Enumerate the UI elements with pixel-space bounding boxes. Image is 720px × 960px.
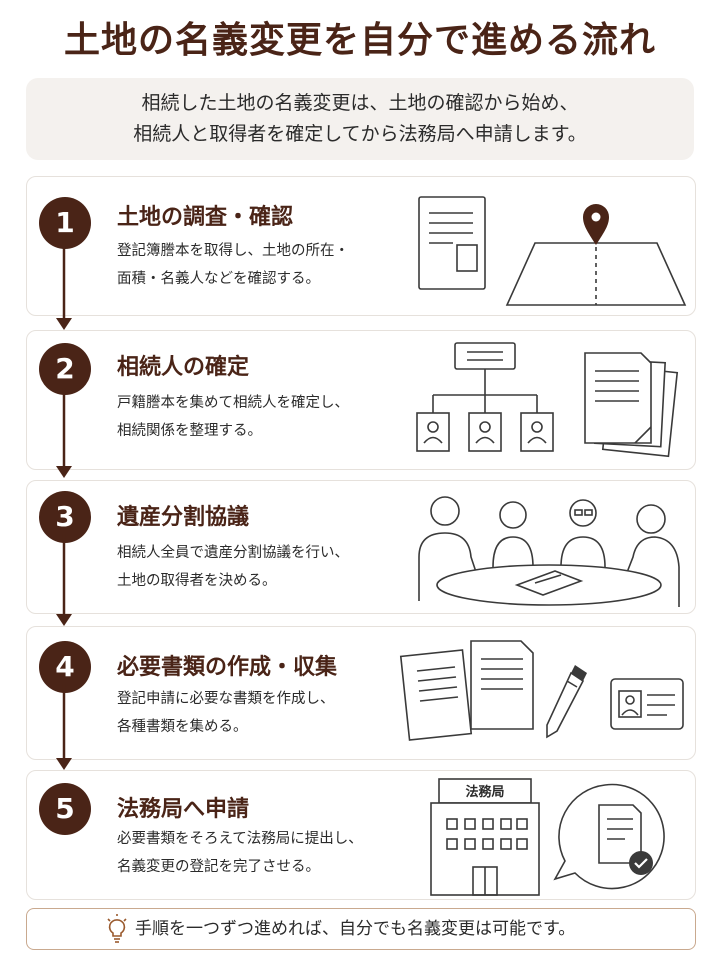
- step-desc-3-line-1: 相続人全員で遺産分割協議を行い、: [117, 545, 349, 561]
- step-card-1: 1 土地の調査・確認 登記簿謄本を取得し、土地の所在・ 面積・名義人などを確認す…: [26, 176, 696, 316]
- page-title: 土地の名義変更を自分で進める流れ: [63, 20, 656, 61]
- step-desc-5-line-2: 名義変更の登記を完了させる。: [117, 859, 320, 875]
- step-desc-4-line-1: 登記申請に必要な書類を作成し、: [117, 691, 335, 707]
- family-tree-illustration: [416, 342, 679, 458]
- flow-arrow-4: [56, 684, 72, 770]
- step-card-5: 5 法務局へ申請 必要書類をそろえて法務局に提出し、 名義変更の登記を完了させる…: [26, 770, 696, 900]
- legal-affairs-bureau-illustration: 法務局: [430, 778, 665, 896]
- step-title-3: 遺産分割協議: [117, 505, 250, 530]
- step-desc-5-line-1: 必要書類をそろえて法務局に提出し、: [117, 831, 363, 847]
- step-desc-1: 登記簿謄本を取得し、土地の所在・ 面積・名義人などを確認する。: [117, 237, 349, 293]
- step-desc-2-line-1: 戸籍謄本を集めて相続人を確定し、: [117, 395, 349, 411]
- step-card-4: 4 必要書類の作成・収集 登記申請に必要な書類を作成し、 各種書類を集める。: [26, 626, 696, 760]
- lightbulb-icon: [107, 914, 127, 943]
- step-desc-4: 登記申請に必要な書類を作成し、 各種書類を集める。: [117, 685, 335, 741]
- step-desc-2: 戸籍謄本を集めて相続人を確定し、 相続関係を整理する。: [117, 389, 349, 445]
- footer-text: 手順を一つずつ進めれば、自分でも名義変更は可能です。: [135, 919, 576, 939]
- step-number-4: 4: [39, 641, 91, 693]
- flow-arrow-2: [56, 388, 72, 478]
- step-number-5: 5: [39, 783, 91, 835]
- building-sign-text: 法務局: [465, 784, 504, 800]
- intro-box: 相続した土地の名義変更は、土地の確認から始め、 相続人と取得者を確定してから法務…: [26, 78, 694, 160]
- step-desc-5: 必要書類をそろえて法務局に提出し、 名義変更の登記を完了させる。: [117, 825, 363, 881]
- step-card-2: 2 相続人の確定 戸籍謄本を集めて相続人を確定し、 相続関係を整理する。: [26, 330, 696, 470]
- step-desc-2-line-2: 相続関係を整理する。: [117, 423, 262, 439]
- step-number-3: 3: [39, 491, 91, 543]
- check-icon: [629, 851, 653, 875]
- flow-arrow-3: [56, 534, 72, 626]
- step-desc-3: 相続人全員で遺産分割協議を行い、 土地の取得者を決める。: [117, 539, 349, 595]
- documents-pen-id-illustration: [399, 640, 684, 741]
- step-desc-3-line-2: 土地の取得者を決める。: [117, 573, 277, 589]
- document-and-map-illustration: [418, 196, 687, 306]
- intro-line-1: 相続した土地の名義変更は、土地の確認から始め、: [141, 92, 579, 114]
- step-title-5: 法務局へ申請: [117, 797, 250, 822]
- footer-tip: 手順を一つずつ進めれば、自分でも名義変更は可能です。: [26, 908, 696, 950]
- map-pin-icon: [583, 204, 609, 245]
- step-desc-1-line-2: 面積・名義人などを確認する。: [117, 271, 320, 287]
- intro-line-2: 相続人と取得者を確定してから法務局へ申請します。: [133, 123, 587, 145]
- step-title-4: 必要書類の作成・収集: [117, 655, 338, 680]
- step-title-1: 土地の調査・確認: [117, 205, 294, 230]
- step-desc-4-line-2: 各種書類を集める。: [117, 719, 248, 735]
- flow-arrow-1: [56, 234, 72, 330]
- step-card-3: 3 遺産分割協議 相続人全員で遺産分割協議を行い、 土地の取得者を決める。: [26, 480, 696, 614]
- meeting-illustration: [418, 496, 680, 607]
- step-desc-1-line-1: 登記簿謄本を取得し、土地の所在・: [117, 243, 349, 259]
- step-title-2: 相続人の確定: [117, 355, 250, 380]
- step-number-2: 2: [39, 343, 91, 395]
